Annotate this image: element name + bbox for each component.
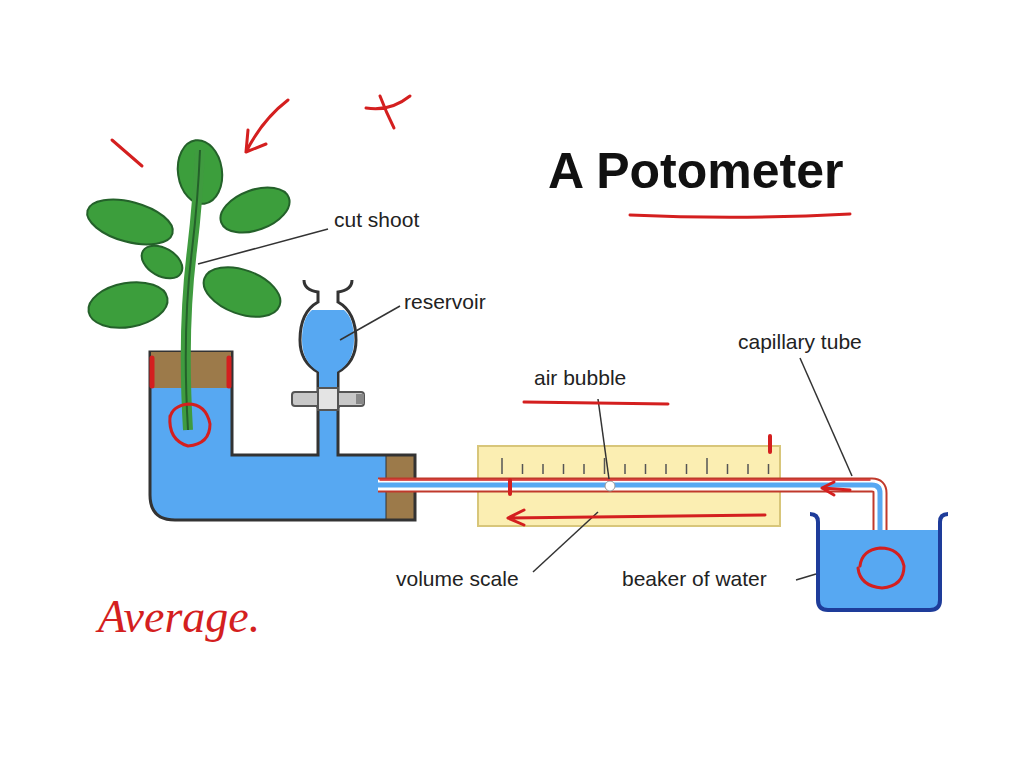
part-label: cut shoot (334, 208, 419, 231)
scale-tick (768, 464, 770, 474)
scale-tick (583, 464, 585, 474)
scale-tick (686, 464, 688, 474)
leader-lines (198, 229, 852, 580)
capillary-tube (378, 485, 880, 575)
tap-knob (356, 394, 364, 404)
scale-tick (706, 458, 708, 474)
part-label: capillary tube (738, 330, 862, 353)
handwritten-note: Average. (98, 592, 260, 643)
beaker-water (818, 530, 940, 610)
title: A Potometer (548, 144, 843, 199)
part-label: volume scale (396, 567, 519, 590)
scale-tick (604, 458, 606, 474)
scale-tick (501, 458, 503, 474)
scale-ticks (502, 458, 769, 474)
part-label: reservoir (404, 290, 486, 313)
cut-shoot (82, 137, 295, 430)
capillary-tube (378, 485, 880, 575)
capillary-water (378, 485, 880, 575)
beaker (810, 514, 948, 610)
scale-tick (727, 464, 729, 474)
red-annotations (112, 96, 904, 588)
scale-tick (645, 464, 647, 474)
tap-body (318, 388, 338, 410)
part-label: air bubble (534, 366, 626, 389)
scale-tick (542, 464, 544, 474)
part-label: beaker of water (622, 567, 767, 590)
scale-tick (522, 464, 524, 474)
scale-tick (665, 464, 667, 474)
scale-tick (747, 464, 749, 474)
air-bubble (605, 481, 615, 491)
scale-tick (563, 464, 565, 474)
scale-tick (624, 464, 626, 474)
